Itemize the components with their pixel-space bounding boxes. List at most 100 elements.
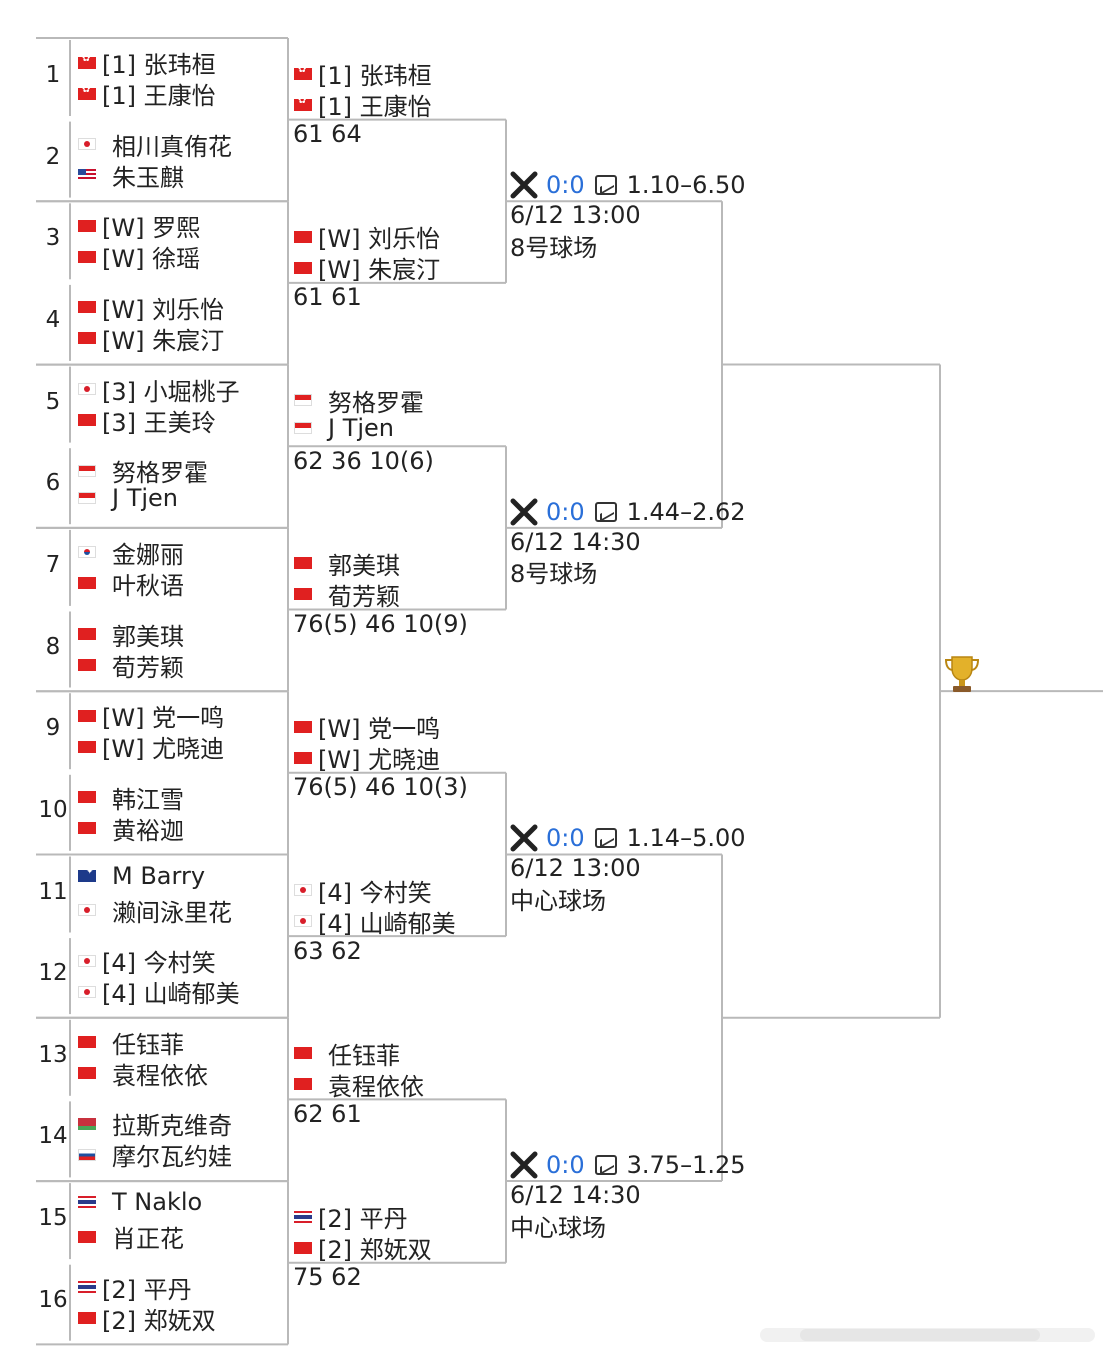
r2-player-row[interactable]: [1] 张玮桓	[294, 56, 432, 91]
r2-player-row[interactable]: [1] 王康怡	[294, 87, 432, 122]
player-name: 努格罗霍	[112, 459, 208, 488]
player-name-row[interactable]: 摩尔瓦约娃	[78, 1137, 232, 1172]
player-name-row[interactable]: 韩江雪	[78, 780, 184, 815]
trophy-icon	[944, 656, 980, 692]
player-name-row[interactable]: [W] 党一鸣	[78, 698, 224, 733]
player-name-row[interactable]: 任钰菲	[78, 1025, 184, 1060]
r2-player-row[interactable]: 郭美琪	[294, 546, 400, 581]
player-name-row[interactable]: [4] 山崎郁美	[78, 974, 240, 1009]
player-name-row[interactable]: [3] 王美玲	[78, 403, 216, 438]
player-name: [4] 今村笑	[102, 949, 216, 978]
player-name-row[interactable]: [W] 刘乐怡	[78, 290, 224, 325]
flag-id-icon	[78, 464, 96, 477]
player-name-row[interactable]: 黄裕迦	[78, 811, 184, 846]
player-name: 韩江雪	[112, 785, 184, 814]
player-name-row[interactable]: 肖正花	[78, 1219, 184, 1254]
flag-cn-icon	[78, 1067, 96, 1080]
flag-by-icon	[78, 1117, 96, 1130]
r2-player-row[interactable]: 袁程依依	[294, 1067, 424, 1102]
match-score: 62 36 10(6)	[293, 446, 434, 475]
player-name: 郭美琪	[112, 622, 184, 651]
chart-icon	[594, 175, 617, 196]
flag-hk-icon	[294, 98, 312, 111]
player-name-row[interactable]: 郭美琪	[78, 617, 184, 652]
player-name: 摩尔瓦约娃	[112, 1143, 232, 1172]
crossed-rackets-icon	[510, 1151, 538, 1179]
flag-hk-icon	[294, 67, 312, 80]
player-name-row[interactable]: 朱玉麒	[78, 158, 184, 193]
player-name-row[interactable]: 叶秋语	[78, 566, 184, 601]
player-name-row[interactable]: 荀芳颖	[78, 648, 184, 683]
seed-number: 16	[38, 1286, 68, 1313]
player-name-row[interactable]: [W] 罗熙	[78, 208, 200, 243]
r2-player-row[interactable]: [W] 朱宸汀	[294, 250, 440, 285]
player-name-row[interactable]: [1] 王康怡	[78, 76, 216, 111]
player-name-row[interactable]: [1] 张玮桓	[78, 45, 216, 80]
r2-player-row[interactable]: [4] 山崎郁美	[294, 904, 456, 939]
match-court: 中心球场	[510, 1213, 606, 1242]
crossed-rackets-icon	[510, 824, 538, 852]
seed-number: 6	[45, 470, 61, 497]
player-name-row[interactable]: [W] 尤晓迪	[78, 729, 224, 764]
r2-player-row[interactable]: 荀芳颖	[294, 577, 400, 612]
player-name-row[interactable]: [2] 郑妩双	[78, 1301, 216, 1336]
match-time: 6/12 14:30	[510, 527, 641, 556]
crossed-rackets-icon	[510, 171, 538, 199]
seed-number: 5	[45, 388, 61, 415]
odds-value: 0:0	[546, 824, 585, 853]
player-name-row[interactable]: [W] 徐瑶	[78, 239, 200, 274]
flag-hk-icon	[78, 87, 96, 100]
r2-player-row[interactable]: [2] 郑妩双	[294, 1230, 432, 1265]
player-name: 金娜丽	[112, 540, 184, 569]
player-name: [W] 尤晓迪	[102, 735, 225, 764]
r2-player-row[interactable]: J Tjen	[294, 414, 394, 442]
player-name-row[interactable]: J Tjen	[78, 484, 178, 512]
match-score: 75 62	[293, 1263, 362, 1292]
player-name-row[interactable]: 袁程依依	[78, 1056, 208, 1091]
player-name: [W] 朱宸汀	[318, 256, 441, 285]
player-name-row[interactable]: [4] 今村笑	[78, 943, 216, 978]
r2-player-row[interactable]: [4] 今村笑	[294, 873, 432, 908]
r2-player-row[interactable]: 努格罗霍	[294, 383, 424, 418]
r2-player-row[interactable]: [2] 平丹	[294, 1199, 408, 1234]
player-name-row[interactable]: M Barry	[78, 862, 205, 890]
flag-au-icon	[78, 869, 96, 882]
player-name: 努格罗霍	[328, 388, 424, 417]
seed-number: 4	[45, 306, 61, 333]
chart-icon	[594, 501, 617, 522]
player-name: 郭美琪	[328, 551, 400, 580]
player-name: [2] 平丹	[318, 1205, 408, 1234]
r2-player-row[interactable]: [W] 尤晓迪	[294, 740, 440, 775]
player-name: 任钰菲	[328, 1041, 400, 1070]
player-name-row[interactable]: [W] 朱宸汀	[78, 321, 224, 356]
player-name: [W] 刘乐怡	[318, 225, 441, 254]
player-name-row[interactable]: [3] 小堀桃子	[78, 372, 240, 407]
flag-jp-icon	[78, 383, 96, 396]
player-name: [1] 王康怡	[318, 93, 432, 121]
flag-jp-icon	[78, 138, 96, 151]
player-name-row[interactable]: [2] 平丹	[78, 1270, 192, 1305]
flag-hk-icon	[78, 56, 96, 69]
r2-player-row[interactable]: 任钰菲	[294, 1036, 400, 1071]
seed-number: 7	[45, 551, 61, 578]
player-name-row[interactable]: 金娜丽	[78, 535, 184, 570]
player-name-row[interactable]: 濑间泳里花	[78, 893, 232, 928]
seed-number: 15	[38, 1205, 68, 1232]
player-name-row[interactable]: 拉斯克维奇	[78, 1106, 232, 1141]
player-name: [W] 罗熙	[102, 214, 201, 243]
seed-number: 14	[38, 1123, 68, 1150]
flag-cn-icon	[78, 1036, 96, 1049]
scrollbar[interactable]	[760, 1326, 1095, 1344]
r2-player-row[interactable]: [W] 党一鸣	[294, 709, 440, 744]
player-name-row[interactable]: 相川真侑花	[78, 127, 232, 162]
player-name-row[interactable]: T Naklo	[78, 1188, 202, 1216]
player-name: [4] 山崎郁美	[318, 909, 456, 938]
player-name-row[interactable]: 努格罗霍	[78, 453, 208, 488]
flag-jp-icon	[294, 915, 312, 927]
player-name: 肖正花	[112, 1225, 184, 1254]
r2-player-row[interactable]: [W] 刘乐怡	[294, 219, 440, 254]
